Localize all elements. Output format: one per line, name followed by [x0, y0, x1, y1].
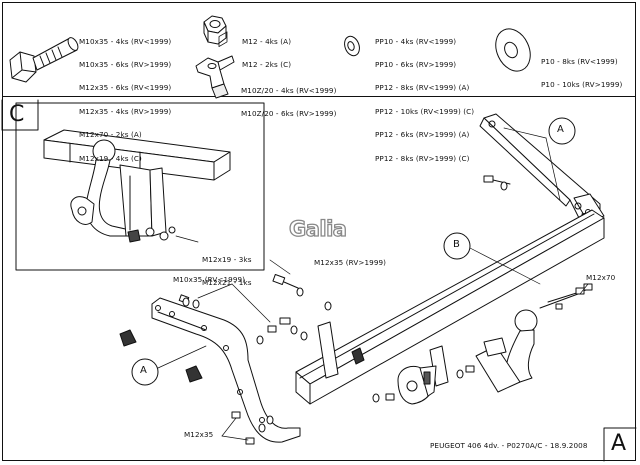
large-washer-list: P10 - 8ks (RV<1999) P10 - 10ks (RV>1999) — [541, 42, 622, 97]
nut-spec: M12 - 2ks (C) — [242, 59, 292, 69]
galia-logo-text: Galia — [288, 216, 347, 241]
washer-spec: PP12 - 6ks (RV>1999) (A) — [375, 130, 470, 140]
detail-bolt-spec: M12x21 - 1ks — [202, 277, 252, 287]
bolt-spec: M12x35 - 4ks (RV>1999) — [79, 106, 172, 116]
tow-ball-and-neck — [475, 309, 538, 393]
detail-bolt-spec: M12x19 - 3ks — [202, 254, 252, 264]
m12x35-bottom-callout: M12x35 — [184, 430, 214, 439]
detail-bolt-callout: M12x19 - 3ks M12x21 - 1ks — [202, 240, 252, 295]
small-washer-icon — [344, 35, 360, 57]
large-washer-icon — [495, 28, 531, 72]
large-washer-spec: P10 - 10ks (RV>1999) — [541, 79, 623, 89]
hex-nut-icon — [203, 15, 227, 45]
detail-c-label: C — [9, 102, 25, 127]
galia-logo — [289, 216, 353, 244]
washer-spec: PP12 - 8ks (RV<1999) (A) — [375, 83, 470, 93]
drawing-frame — [2, 2, 636, 461]
washer-spec: PP12 - 10ks (RV<1999) (C) — [375, 106, 475, 116]
washer-spec: PP10 - 4ks (RV<1999) — [375, 36, 457, 46]
bolt-list: M10x35 - 4ks (RV<1999) M10x35 - 6ks (RV>… — [79, 22, 171, 170]
bolt-spec: M12x19 - 4ks (C) — [79, 153, 142, 163]
bolt-spec: M12x70 - 2ks (A) — [79, 130, 142, 140]
clip-nut-spec: M10Z/20 - 6ks (RV>1999) — [241, 108, 337, 118]
bolt-spec: M10x35 - 4ks (RV<1999) — [79, 36, 172, 46]
callout-b: B — [453, 239, 460, 250]
nut-spec: M12 - 4ks (A) — [242, 36, 292, 46]
m12x70-callout: M12x70 — [586, 273, 616, 282]
drawing-caption: PEUGEOT 406 4dv. - P0270A/C - 18.9.2008 — [430, 441, 588, 450]
clip-nut-icon — [195, 55, 235, 99]
detail-c-hitch-drawing — [43, 31, 231, 243]
right-bracket-a — [479, 113, 605, 227]
left-bracket-a — [151, 297, 301, 443]
clip-nut-list: M10Z/20 - 4ks (RV<1999) M10Z/20 - 6ks (R… — [241, 71, 337, 126]
bolt-icon — [9, 37, 79, 83]
detail-c-border — [1, 99, 39, 131]
callout-a-right-circle — [548, 117, 576, 145]
callout-a-left: A — [140, 365, 147, 376]
socket-plate — [397, 365, 437, 405]
washer-spec: PP12 - 8ks (RV>1999) (C) — [375, 153, 470, 163]
callout-b-circle — [443, 232, 471, 260]
leader-lines — [157, 127, 589, 441]
bolt-spec: M10x35 - 6ks (RV>1999) — [79, 59, 172, 69]
clip-nut-spec: M10Z/20 - 4ks (RV<1999) — [241, 85, 337, 95]
callout-a-right: A — [557, 124, 564, 135]
nut-list: M12 - 4ks (A) M12 - 2ks (C) — [242, 22, 291, 77]
variant-label: A — [611, 431, 627, 456]
callout-a-left-circle — [131, 358, 159, 386]
detail-c-view-border — [15, 102, 265, 271]
crossbar-b — [295, 209, 605, 405]
parts-divider — [2, 96, 636, 97]
variant-box — [603, 427, 637, 462]
m10x35-callout: M10x35 (RV<1999) — [173, 275, 246, 284]
washer-list: PP10 - 4ks (RV<1999) PP10 - 6ks (RV>1999… — [375, 22, 474, 170]
bolt-spec: M12x35 - 6ks (RV<1999) — [79, 83, 172, 93]
washer-spec: PP10 - 6ks (RV>1999) — [375, 59, 457, 69]
large-washer-spec: P10 - 8ks (RV<1999) — [541, 56, 618, 66]
m12x35-top-callout: M12x35 (RV>1999) — [314, 258, 387, 267]
